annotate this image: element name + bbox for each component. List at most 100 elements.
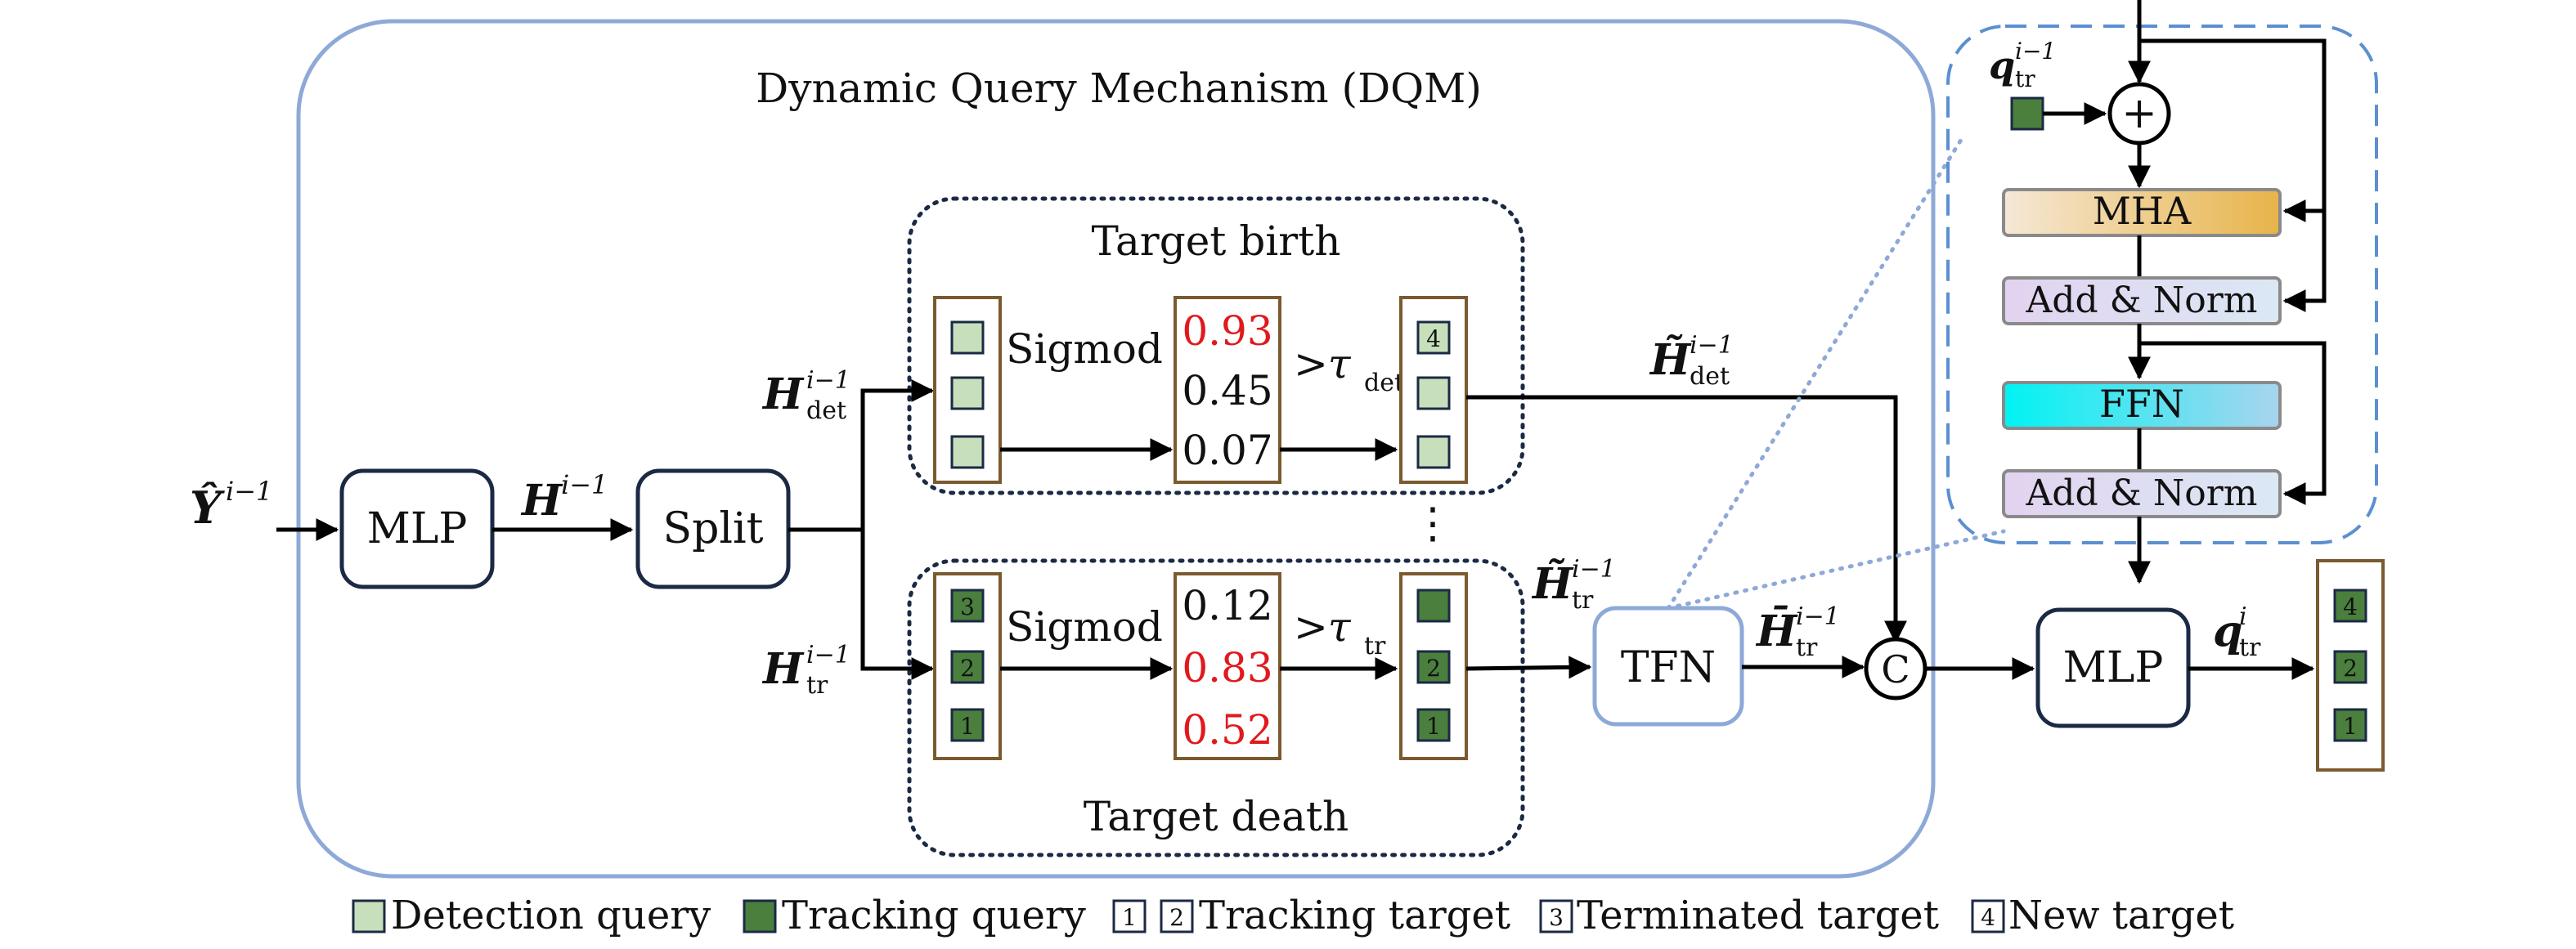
- tfn-detail-container: [1946, 25, 2378, 544]
- q-tr-output-label: q i tr: [2213, 602, 2261, 662]
- tracking-target-badge: 2: [1426, 655, 1441, 682]
- h-tilde-tr-label: H̃ i−1 tr: [1531, 555, 1616, 615]
- ellipsis: ⋮: [1411, 499, 1454, 548]
- q-tr-prev-label: q i−1 tr: [1989, 38, 2056, 92]
- tracking-query-cell: [2010, 96, 2044, 131]
- h-det-label: H i−1 det: [761, 366, 850, 425]
- legend-badge: 2: [1169, 904, 1184, 931]
- detection-query-cell: [950, 435, 985, 469]
- death-score: 0.83: [1182, 644, 1272, 692]
- svg-text:i−1: i−1: [1690, 331, 1734, 360]
- ffn-label: FFN: [2099, 382, 2184, 426]
- concat-label: C: [1881, 647, 1910, 692]
- legend-label: Tracking query: [782, 893, 1086, 938]
- new-target-badge: 4: [1426, 325, 1441, 352]
- mha-block: [2002, 188, 2282, 237]
- svg-text:i−1: i−1: [1572, 555, 1616, 584]
- add-norm-label-2: Add & Norm: [2026, 472, 2258, 514]
- svg-text:H̄: H̄: [1755, 606, 1798, 656]
- svg-text:det: det: [1364, 369, 1404, 397]
- legend-label: New target: [2008, 893, 2234, 938]
- dqm-container: [296, 19, 1936, 879]
- mlp-output-label: MLP: [2063, 643, 2164, 692]
- legend-label: Tracking target: [1199, 893, 1510, 938]
- birth-score: 0.93: [1182, 307, 1272, 355]
- legend-badge: 4: [1981, 904, 1995, 931]
- svg-text:tr: tr: [1796, 633, 1818, 662]
- svg-text:i−1: i−1: [226, 476, 272, 507]
- tracking-target-cell: [1416, 708, 1451, 742]
- svg-text:H̃: H̃: [1649, 335, 1692, 385]
- tracking-query-swatch: [743, 899, 777, 933]
- new-target-swatch: [1971, 899, 2005, 933]
- birth-threshold-label: >τ det: [1294, 340, 1404, 397]
- detection-query-cell: [950, 320, 985, 355]
- svg-text:q: q: [1989, 43, 2015, 87]
- new-target-cell: [2333, 589, 2367, 623]
- new-target-cell: [1416, 320, 1451, 355]
- tracking-target-badge: 1: [1426, 713, 1441, 740]
- target-death-box: [907, 558, 1525, 857]
- death-threshold-label: >τ tr: [1294, 603, 1386, 660]
- add-norm-block-2: [2002, 469, 2282, 518]
- h-bar-tr-label: H̄ i−1 tr: [1755, 602, 1840, 662]
- tracking-target-cell: [2333, 650, 2367, 684]
- svg-text:i−1: i−1: [1796, 602, 1840, 631]
- detection-query-cell: [1416, 435, 1451, 469]
- tracking-target-cell: [1416, 650, 1451, 684]
- output-badge: 1: [2343, 713, 2358, 740]
- tracking-target-badge: 2: [960, 655, 975, 682]
- legend: Detection query Tracking query 1 2 Track…: [352, 893, 2234, 938]
- terminated-target-badge: 3: [960, 593, 975, 620]
- svg-text:H: H: [520, 476, 563, 526]
- legend-label: Detection query: [391, 893, 711, 938]
- add-norm-block-1: [2002, 276, 2282, 325]
- svg-text:H̃: H̃: [1531, 559, 1574, 609]
- detection-query-swatch: [352, 899, 386, 933]
- svg-text:Ŷ: Ŷ: [190, 481, 225, 534]
- death-score: 0.52: [1182, 706, 1272, 754]
- terminated-target-swatch: [1539, 899, 1573, 933]
- h-label: H i−1: [520, 469, 608, 526]
- svg-text:q: q: [2213, 607, 2242, 656]
- legend-badge: 1: [1122, 904, 1137, 931]
- svg-text:H: H: [761, 644, 805, 694]
- death-sigmoid-label: Sigmod: [1006, 603, 1163, 651]
- birth-sigmoid-label: Sigmod: [1006, 325, 1163, 373]
- svg-text:tr: tr: [806, 671, 828, 700]
- target-birth-box: [907, 196, 1525, 495]
- output-badge: 4: [2343, 593, 2358, 620]
- tracking-target-swatch: [1160, 899, 1194, 933]
- svg-text:>τ: >τ: [1294, 603, 1352, 651]
- tfn-label: TFN: [1621, 643, 1716, 692]
- tracking-target-cell: [2333, 708, 2367, 742]
- add-node-plus: +: [2121, 89, 2157, 138]
- svg-text:det: det: [806, 396, 846, 425]
- svg-text:>τ: >τ: [1294, 340, 1352, 387]
- h-tilde-det-label: H̃ i−1 det: [1649, 331, 1734, 391]
- dqm-title: Dynamic Query Mechanism (DQM): [756, 65, 1482, 112]
- death-score: 0.12: [1182, 582, 1272, 629]
- birth-score: 0.07: [1182, 427, 1272, 474]
- add-norm-label-1: Add & Norm: [2026, 280, 2258, 321]
- split-label: Split: [662, 504, 763, 553]
- ffn-block: [2002, 381, 2282, 430]
- target-death-title: Target death: [1084, 793, 1349, 840]
- svg-text:i−1: i−1: [2015, 38, 2056, 65]
- tracking-target-swatch: [1112, 899, 1147, 933]
- death-score-column: [1174, 572, 1281, 760]
- tracking-query-cell: [1416, 589, 1451, 623]
- svg-text:i−1: i−1: [806, 641, 850, 669]
- detection-query-cell: [950, 376, 985, 410]
- svg-text:tr: tr: [2239, 633, 2261, 662]
- input-y-hat-label: Ŷ i−1: [190, 476, 272, 534]
- svg-text:i−1: i−1: [806, 366, 850, 395]
- h-tr-label: H i−1 tr: [761, 641, 850, 700]
- detection-query-cell: [1416, 376, 1451, 410]
- svg-text:tr: tr: [1364, 632, 1386, 660]
- mha-label: MHA: [2093, 189, 2192, 233]
- mlp-input-label: MLP: [367, 504, 468, 553]
- birth-score: 0.45: [1182, 367, 1272, 414]
- svg-text:tr: tr: [2015, 65, 2035, 92]
